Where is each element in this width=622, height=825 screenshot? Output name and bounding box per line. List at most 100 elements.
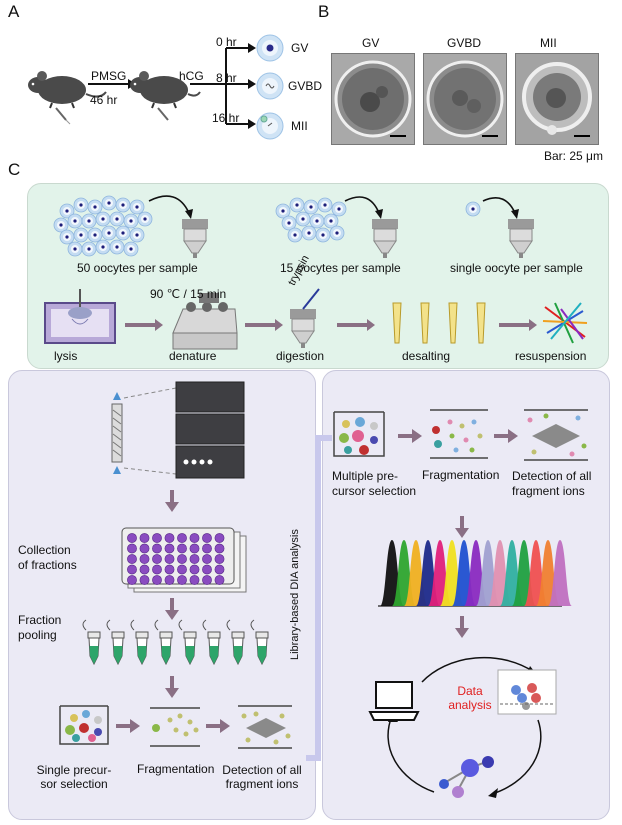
- plate-well: [152, 554, 162, 564]
- chromatogram-peak: [548, 540, 572, 606]
- hplc-instrument-icon: [175, 381, 245, 479]
- micrograph-title-gvbd: GVBD: [447, 36, 482, 50]
- multiple-fragmentation-icon: [430, 409, 488, 459]
- micrograph-title-gv: GV: [362, 36, 380, 50]
- plate-well: [152, 533, 162, 543]
- label-denature-condition: 90 ℃ / 15 min: [150, 287, 227, 301]
- label-library-detection: Detection of all fragment ions: [222, 763, 302, 791]
- chromatogram-icon: [378, 540, 572, 607]
- plate-well: [177, 575, 187, 585]
- plate-well: [164, 543, 175, 554]
- micrograph-gvbd: [423, 53, 507, 145]
- mouse-1-icon: [28, 71, 107, 125]
- label-single-selection: Single precur- sor selection: [36, 763, 112, 791]
- plate-well: [214, 533, 225, 543]
- plate-well: [152, 543, 162, 554]
- label-multiple-selection: Multiple pre- cursor selection: [332, 469, 417, 498]
- plate-well: [189, 575, 200, 585]
- label-dia-detection: Detection of all fragment ions: [512, 469, 592, 498]
- label-dia-analysis: Library-based DIA analysis: [289, 529, 301, 660]
- plate-well: [127, 564, 137, 575]
- plate-wells: [127, 533, 225, 585]
- scale-bar-label: Bar: 25 μm: [544, 149, 603, 163]
- label-time-8hr: 8 hr: [216, 71, 237, 85]
- label-single-oocyte: single oocyte per sample: [450, 261, 583, 275]
- plate-well: [139, 554, 150, 564]
- pooling-tube: [106, 619, 125, 666]
- cluster-50-oocytes: [53, 195, 153, 257]
- plate-well: [139, 564, 150, 575]
- plate-well: [164, 554, 175, 564]
- plate-well: [189, 554, 200, 564]
- plate-well: [202, 543, 212, 554]
- plate-well: [214, 554, 225, 564]
- plate-well: [214, 543, 225, 554]
- pooling-tube: [130, 619, 149, 666]
- label-pooling: Fraction pooling: [18, 613, 62, 642]
- sample-prep-graphics: [44, 195, 588, 350]
- oocyte-gvbd-icon: [256, 72, 284, 100]
- ms-workflow-graphics: [59, 381, 588, 798]
- plate-well: [214, 575, 225, 585]
- label-data-analysis: Data analysis: [448, 684, 492, 712]
- plate-well: [127, 575, 137, 585]
- label-time-0hr: 0 hr: [216, 35, 237, 49]
- micrograph-gv: [331, 53, 415, 145]
- pooling-tube: [202, 619, 221, 666]
- plate-well: [139, 543, 150, 554]
- pooling-tube: [226, 619, 245, 666]
- label-stage-gvbd: GVBD: [288, 79, 323, 93]
- micrograph-mii: [515, 53, 599, 145]
- panel-label-b: B: [318, 2, 330, 21]
- single-fragmentation-icon: [150, 707, 200, 747]
- plate-well: [202, 554, 212, 564]
- plate-well: [164, 575, 175, 585]
- plate-well: [189, 564, 200, 575]
- oocyte-mii-icon: [256, 112, 284, 140]
- plate-well: [152, 575, 162, 585]
- label-desalting: desalting: [402, 349, 451, 363]
- plate-well: [127, 554, 137, 564]
- single-detection-icon: [238, 705, 292, 749]
- label-stage-mii: MII: [291, 119, 308, 133]
- label-lysis: lysis: [54, 349, 78, 363]
- desalting-tips-icon: [392, 302, 486, 344]
- panel-label-c: C: [8, 160, 21, 179]
- plate-well: [177, 533, 187, 543]
- label-15-oocytes: 15 oocytes per sample: [280, 261, 401, 275]
- lysis-icon: [44, 289, 116, 344]
- plate-well: [127, 533, 137, 543]
- plate-well: [139, 575, 150, 585]
- dia-connector-arrow: [306, 435, 332, 761]
- plate-well: [139, 533, 150, 543]
- pooling-tube: [250, 619, 269, 666]
- lc-column-icon: [111, 392, 123, 474]
- label-pmsg: PMSG: [91, 69, 127, 83]
- mouse-2-icon: [130, 71, 201, 121]
- cluster-15-oocytes: [275, 197, 347, 243]
- label-digestion: digestion: [276, 349, 325, 363]
- plate-well: [177, 543, 187, 554]
- multiple-detection-icon: [524, 409, 588, 461]
- single-oocyte-icon: [465, 201, 481, 217]
- plate-well: [177, 564, 187, 575]
- label-time-16hr: 16 hr: [212, 111, 240, 125]
- plate-well: [164, 564, 175, 575]
- multiple-selection-icon: [333, 411, 385, 457]
- label-hcg: hCG: [179, 69, 204, 83]
- superovulation-diagram: [28, 34, 284, 140]
- label-stage-gv: GV: [291, 41, 309, 55]
- label-dia-fragmentation: Fragmentation: [422, 468, 500, 482]
- label-library-fragmentation: Fragmentation: [137, 762, 215, 776]
- plate-well: [214, 564, 225, 575]
- tube-single-icon: [507, 218, 535, 259]
- tube-15-icon: [371, 218, 399, 259]
- panel-label-a: A: [8, 2, 20, 21]
- plate-well: [202, 533, 212, 543]
- laptop-icon: [368, 681, 420, 721]
- plate-well: [202, 564, 212, 575]
- oocyte-gv-icon: [256, 34, 284, 62]
- tube-50-icon: [181, 218, 209, 259]
- plate-well: [164, 533, 175, 543]
- plate-well: [127, 543, 137, 554]
